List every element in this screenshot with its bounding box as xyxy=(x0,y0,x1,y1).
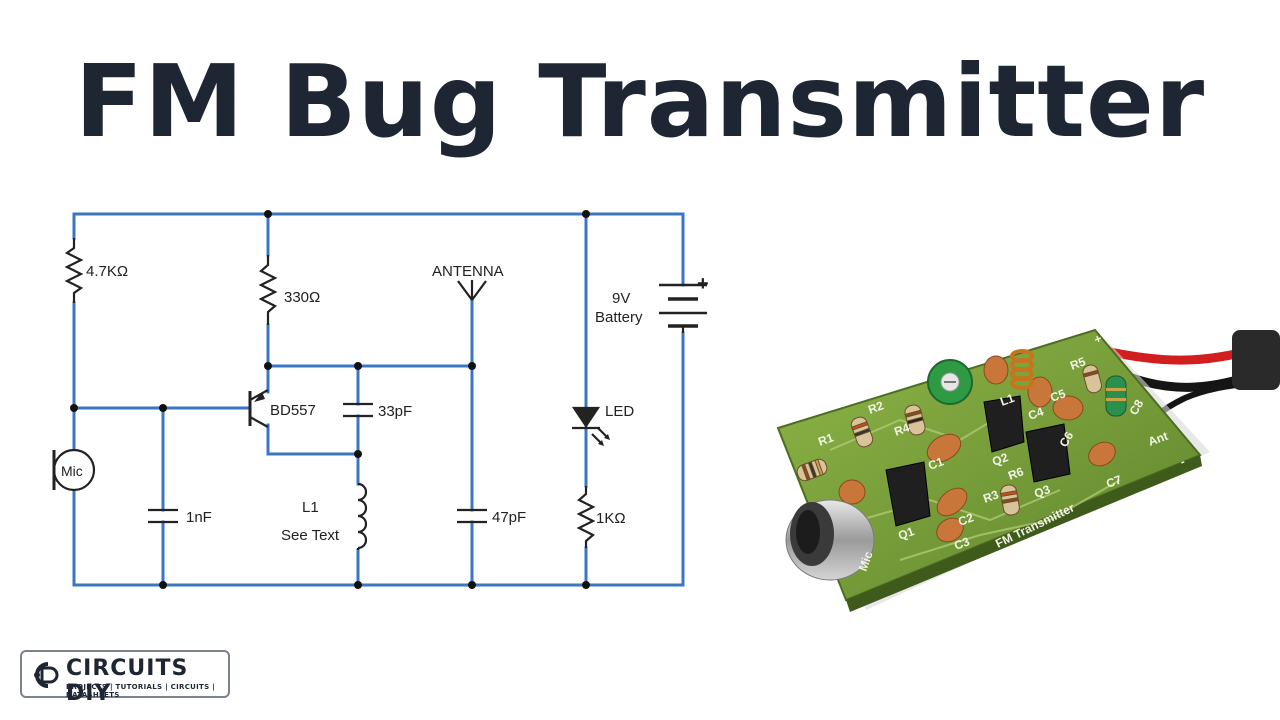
battery-clip xyxy=(1232,330,1280,390)
capacitor-47pf-symbol xyxy=(457,508,487,524)
battery-symbol xyxy=(659,283,707,333)
label-antenna: ANTENNA xyxy=(432,263,504,280)
pcb-ref-c8: C8 xyxy=(1126,397,1146,418)
pcb-ref-q3: Q3 xyxy=(1032,482,1052,501)
label-battery-word: Battery xyxy=(595,309,643,326)
label-r2: 330Ω xyxy=(284,289,320,306)
label-coil-note: See Text xyxy=(281,527,340,544)
capacitor-1nf-symbol xyxy=(148,508,178,524)
page-title: FM Bug Transmitter xyxy=(74,43,1206,160)
pcb-ref-ant: Ant xyxy=(1146,429,1170,449)
pcb-trimmer xyxy=(927,359,973,405)
pcb-ref-c2: C2 xyxy=(956,510,976,529)
pcb-ref-c5: C5 xyxy=(1048,386,1068,405)
resistor-r2-symbol xyxy=(258,255,278,325)
wires xyxy=(72,212,685,587)
resistor-r3-symbol xyxy=(576,486,596,548)
pcb-capacitors xyxy=(838,355,1116,543)
pcb-ref-q1: Q1 xyxy=(896,524,916,543)
label-coil-name: L1 xyxy=(302,499,319,516)
pcb-ref-q2: Q2 xyxy=(990,450,1010,469)
label-transistor: BD557 xyxy=(270,402,316,419)
pcb-ref-c3: C3 xyxy=(952,534,972,553)
resistor-r1-symbol xyxy=(64,238,84,303)
label-battery-voltage: 9V xyxy=(612,290,630,307)
label-r1: 4.7KΩ xyxy=(86,263,128,280)
junction-dots xyxy=(70,210,590,589)
pcb-ref-minus: - xyxy=(1178,454,1187,469)
pcb-ref-r2: R2 xyxy=(866,398,886,417)
antenna-symbol xyxy=(457,280,487,301)
label-led: LED xyxy=(605,403,634,420)
label-c-tank: 47pF xyxy=(492,509,526,526)
pcb-ref-c4: C4 xyxy=(1026,404,1046,423)
pcb-resistors xyxy=(796,364,1103,516)
pcb-ref-r4: R4 xyxy=(892,420,912,439)
capacitor-33pf-symbol xyxy=(343,402,373,418)
logo-mark-icon xyxy=(34,662,59,688)
pcb-ref-c6: C6 xyxy=(1056,429,1076,450)
pcb-ref-r1: R1 xyxy=(816,430,836,449)
pcb-ref-plus: + xyxy=(1092,331,1103,347)
pcb-choke xyxy=(1105,375,1127,417)
pcb-transistors xyxy=(885,395,1071,527)
transistor-bd557-symbol xyxy=(248,389,269,428)
inductor-l1-symbol xyxy=(356,482,368,550)
pcb-ref-r5: R5 xyxy=(1068,354,1088,373)
label-c-input: 1nF xyxy=(186,509,212,526)
pcb-ref-l1: L1 xyxy=(998,391,1016,409)
pcb-edge xyxy=(846,455,1202,612)
logo-name: CIRCUITS DIY xyxy=(66,656,189,706)
microphone-symbol xyxy=(52,448,96,492)
label-c-feedback: 33pF xyxy=(378,403,412,420)
brand-logo[interactable]: CIRCUITS DIY PROJECTS | TUTORIALS | CIRC… xyxy=(20,650,230,706)
logo-tagline: PROJECTS | TUTORIALS | CIRCUITS | DATASH… xyxy=(66,683,216,699)
label-battery-plus: + xyxy=(697,273,709,295)
pcb-ref-r6: R6 xyxy=(1006,464,1026,483)
label-r3: 1KΩ xyxy=(596,510,626,527)
pcb-coil xyxy=(1010,349,1034,390)
pcb-microphone xyxy=(785,499,875,581)
pcb-ref-r3: R3 xyxy=(981,487,1001,506)
pcb-ref-mic: Mic xyxy=(856,549,876,573)
led-symbol xyxy=(571,406,610,446)
label-mic: Mic xyxy=(61,463,83,479)
pcb-ref-c7: C7 xyxy=(1104,472,1124,491)
pcb-ref-c1: C1 xyxy=(926,454,946,473)
